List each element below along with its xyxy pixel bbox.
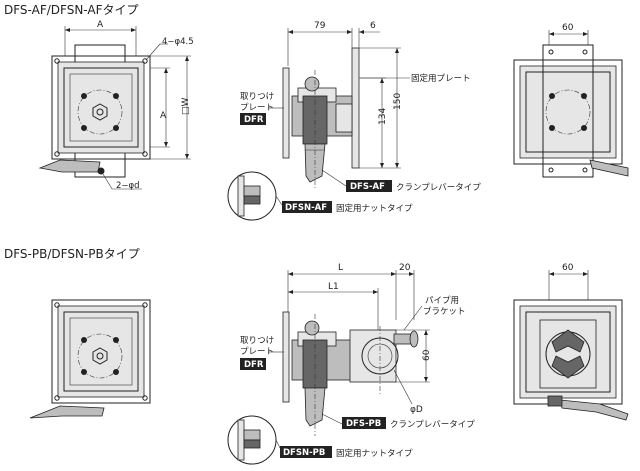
dim-L1: L1	[328, 282, 339, 292]
front-view-pb	[29, 299, 151, 419]
dim-6: 6	[370, 21, 376, 31]
back-view-af: 60	[513, 23, 629, 178]
dim-phiD: φD	[410, 405, 423, 415]
section-title-af: DFS-AF/DFSN-AFタイプ	[4, 3, 138, 17]
badge-dfs-pb-text: DFS-PB	[346, 419, 381, 429]
dim-20: 20	[399, 263, 411, 273]
side-view-pb: L 20 L1 60 φD パイプ用 ブラケット	[227, 263, 475, 465]
label-clamp-lever-bot: クランプレバータイプ	[390, 420, 475, 430]
dim-60-bot: 60	[562, 263, 574, 273]
label-fixed-nut-bot: 固定用ナットタイプ	[336, 448, 413, 459]
dim-60-top: 60	[562, 23, 574, 33]
badge-dfsn-af-text: DFSN-AF	[285, 203, 327, 213]
badge-dfr-top	[240, 113, 266, 125]
label-clamp-lever-top: クランプレバータイプ	[396, 183, 481, 193]
dim-60-side: 60	[422, 349, 432, 361]
badge-dfs-pb	[342, 417, 386, 429]
dim-150: 150	[393, 93, 403, 110]
label-mount-plate-1: 取りつけ	[240, 92, 274, 102]
back-view-pb: 60	[513, 263, 629, 421]
side-view-af: 79 6 134 150 固定用プレート 取りつけ プレート	[227, 21, 481, 221]
label-mount-plate-1-bot: 取りつけ	[240, 336, 274, 346]
badge-dfsn-af	[282, 201, 332, 213]
label-pipe-bracket-1: パイプ用	[425, 296, 459, 306]
section-title-pb: DFS-PB/DFSN-PBタイプ	[4, 247, 140, 261]
badge-dfsn-pb	[280, 446, 332, 458]
dim-holes-d: 2−φd	[116, 181, 140, 191]
label-pipe-bracket-2: ブラケット	[423, 306, 466, 317]
label-mount-plate-2-bot: プレート	[240, 347, 274, 357]
label-fixed-nut-top: 固定用ナットタイプ	[336, 203, 413, 214]
dim-134: 134	[378, 108, 388, 125]
badge-dfs-af	[346, 180, 392, 192]
dim-sq-w: □W	[181, 97, 191, 115]
badge-dfr-bot	[240, 358, 266, 370]
badge-dfs-af-text: DFS-AF	[350, 182, 385, 192]
dim-holes-45: 4−φ4.5	[162, 37, 194, 47]
badge-dfsn-pb-text: DFSN-PB	[283, 448, 325, 458]
dim-a-top: A	[97, 20, 104, 30]
dim-L: L	[338, 263, 343, 273]
dim-a-side: A	[160, 111, 167, 121]
badge-dfr-bot-text: DFR	[244, 360, 264, 370]
dim-79: 79	[314, 21, 326, 31]
badge-dfr-top-text: DFR	[244, 115, 264, 125]
label-mount-plate-2: プレート	[240, 103, 274, 113]
label-fixed-plate: 固定用プレート	[411, 73, 471, 84]
front-view-af: A A □W 4−φ4.5 2−φd	[38, 20, 194, 191]
